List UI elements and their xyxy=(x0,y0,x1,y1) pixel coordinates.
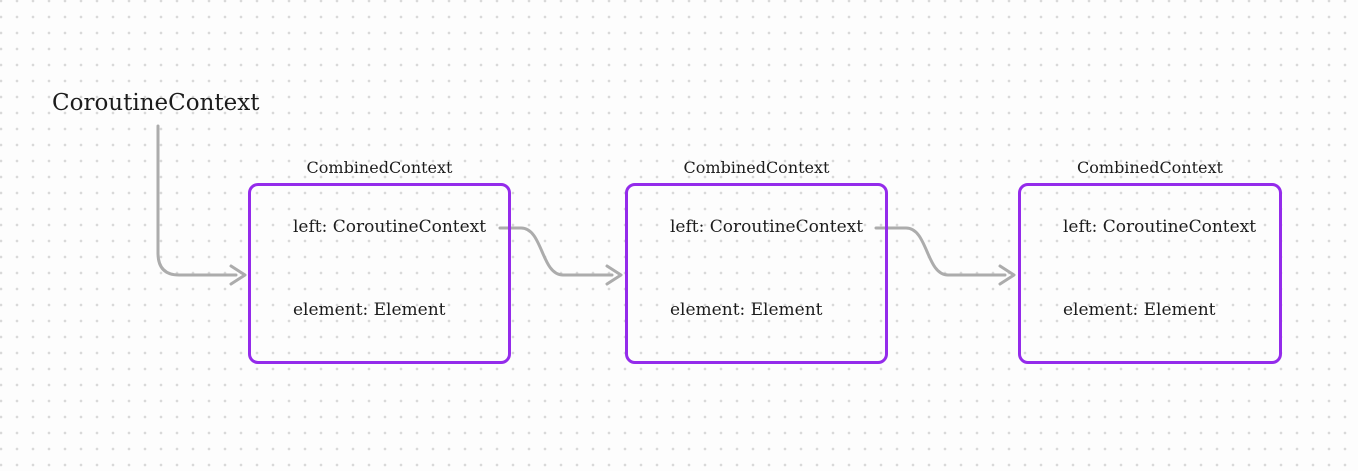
node-title: CombinedContext xyxy=(683,158,830,177)
arrow-node2-to-node3 xyxy=(874,226,1016,286)
node-combined-context-2: CombinedContext left: CoroutineContext e… xyxy=(625,156,888,364)
node-title: CombinedContext xyxy=(306,158,453,177)
node-combined-context-3: CombinedContext left: CoroutineContext e… xyxy=(1018,156,1282,364)
arrowhead-icon xyxy=(229,264,247,286)
arrow-root-to-node1 xyxy=(156,124,247,286)
field-element: element: Element xyxy=(293,300,446,320)
arrowhead-icon xyxy=(998,264,1016,286)
field-left: left: CoroutineContext xyxy=(1063,217,1257,237)
field-element: element: Element xyxy=(1063,300,1216,320)
arrow-node1-to-node2 xyxy=(498,226,623,286)
node-box: left: CoroutineContext element: Element xyxy=(625,183,888,364)
node-combined-context-1: CombinedContext left: CoroutineContext e… xyxy=(248,156,511,364)
node-box: left: CoroutineContext element: Element xyxy=(248,183,511,364)
field-left: left: CoroutineContext xyxy=(293,217,487,237)
node-title: CombinedContext xyxy=(1077,158,1223,177)
node-box: left: CoroutineContext element: Element xyxy=(1018,183,1282,364)
field-left: left: CoroutineContext xyxy=(670,217,864,237)
field-element: element: Element xyxy=(670,300,823,320)
root-node-label: CoroutineContext xyxy=(52,90,260,116)
arrowhead-icon xyxy=(605,264,623,286)
